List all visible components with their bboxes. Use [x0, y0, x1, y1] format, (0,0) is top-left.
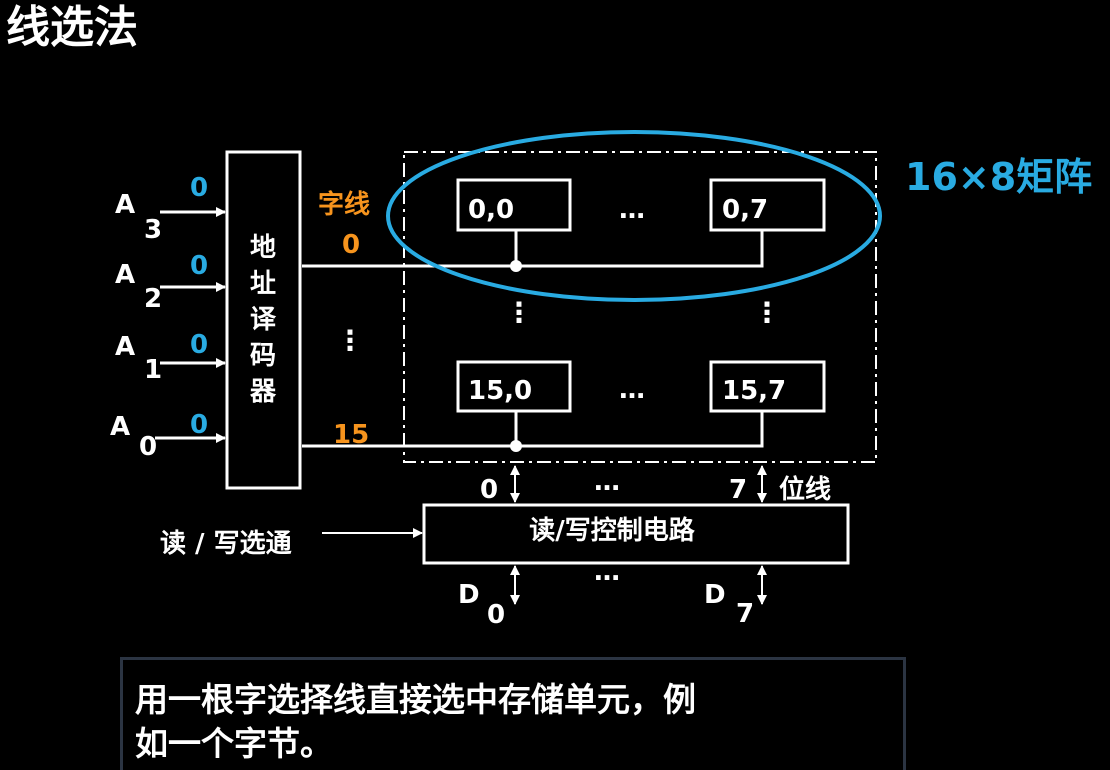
rw-control-box — [422, 503, 850, 565]
address-value: 0 — [190, 410, 208, 440]
storage-cell — [709, 178, 826, 232]
storage-cell — [709, 360, 826, 413]
address-index: 1 — [144, 355, 162, 385]
decoder-label-char: 码 — [250, 341, 276, 371]
word-line-vertical-ellipsis: ⋮ — [336, 324, 364, 357]
storage-cell-label: 0,0 — [468, 195, 514, 225]
decoder-label-char: 址 — [250, 269, 276, 299]
data-line-letter: D — [458, 580, 480, 610]
line-select-diagram: 16×8矩阵 A 3 0 A 2 0 A 1 0 A 0 0 — [110, 130, 1092, 630]
data-line-index: 7 — [736, 599, 754, 629]
bit-line-ellipsis: … — [594, 467, 620, 497]
bit-line-index-first: 0 — [480, 475, 498, 505]
caption-line: 如一个字节。 — [135, 724, 333, 763]
bit-line-label: 位线 — [779, 474, 831, 505]
word-line-index-first: 0 — [342, 230, 360, 260]
rw-control-label: 读/写控制电路 — [529, 515, 695, 546]
address-input-a1: A 1 0 — [115, 330, 226, 385]
row-highlight-ellipse — [386, 130, 882, 302]
junction-dot — [510, 440, 522, 452]
rw-select-label: 读 / 写选通 — [160, 529, 292, 559]
storage-cell-label: 15,7 — [722, 376, 786, 406]
word-line-0 — [302, 230, 764, 268]
address-index: 0 — [139, 432, 157, 462]
address-letter: A — [115, 190, 135, 220]
page-title: 线选法 — [6, 2, 138, 53]
storage-cell-label: 15,0 — [468, 376, 532, 406]
address-value: 0 — [190, 330, 208, 360]
storage-cell-label: 0,7 — [722, 195, 768, 225]
word-line-15 — [302, 411, 764, 448]
junction-dot — [510, 260, 522, 272]
matrix-boundary — [403, 151, 877, 463]
bit-line-index-last: 7 — [729, 475, 747, 505]
address-value: 0 — [190, 173, 208, 203]
horizontal-ellipsis: … — [619, 375, 645, 405]
decoder-label-char: 器 — [249, 377, 277, 407]
matrix-size-label: 16×8矩阵 — [905, 155, 1092, 199]
address-input-a2: A 2 0 — [115, 251, 226, 314]
data-line-ellipsis: … — [594, 557, 620, 587]
address-input-a0: A 0 0 — [110, 410, 226, 462]
data-line-letter: D — [704, 580, 726, 610]
storage-cell — [456, 178, 572, 232]
decoder-label-char: 译 — [250, 305, 277, 335]
vertical-ellipsis: ⋮ — [753, 296, 781, 329]
word-line-label: 字线 — [318, 189, 370, 220]
address-letter: A — [115, 260, 135, 290]
address-input-a3: A 3 0 — [115, 173, 226, 245]
vertical-ellipsis: ⋮ — [505, 296, 533, 329]
address-value: 0 — [190, 251, 208, 281]
address-letter: A — [115, 332, 135, 362]
horizontal-ellipsis: … — [619, 195, 645, 225]
caption-line: 用一根字选择线直接选中存储单元，例 — [135, 680, 696, 719]
data-line-index: 0 — [487, 600, 505, 630]
caption-box: 用一根字选择线直接选中存储单元，例 如一个字节。 — [120, 657, 906, 770]
address-letter: A — [110, 412, 130, 442]
address-index: 2 — [144, 284, 162, 314]
address-index: 3 — [144, 215, 162, 245]
address-decoder-box — [225, 150, 302, 490]
decoder-label-char: 地 — [250, 233, 276, 263]
storage-cell — [456, 360, 572, 413]
